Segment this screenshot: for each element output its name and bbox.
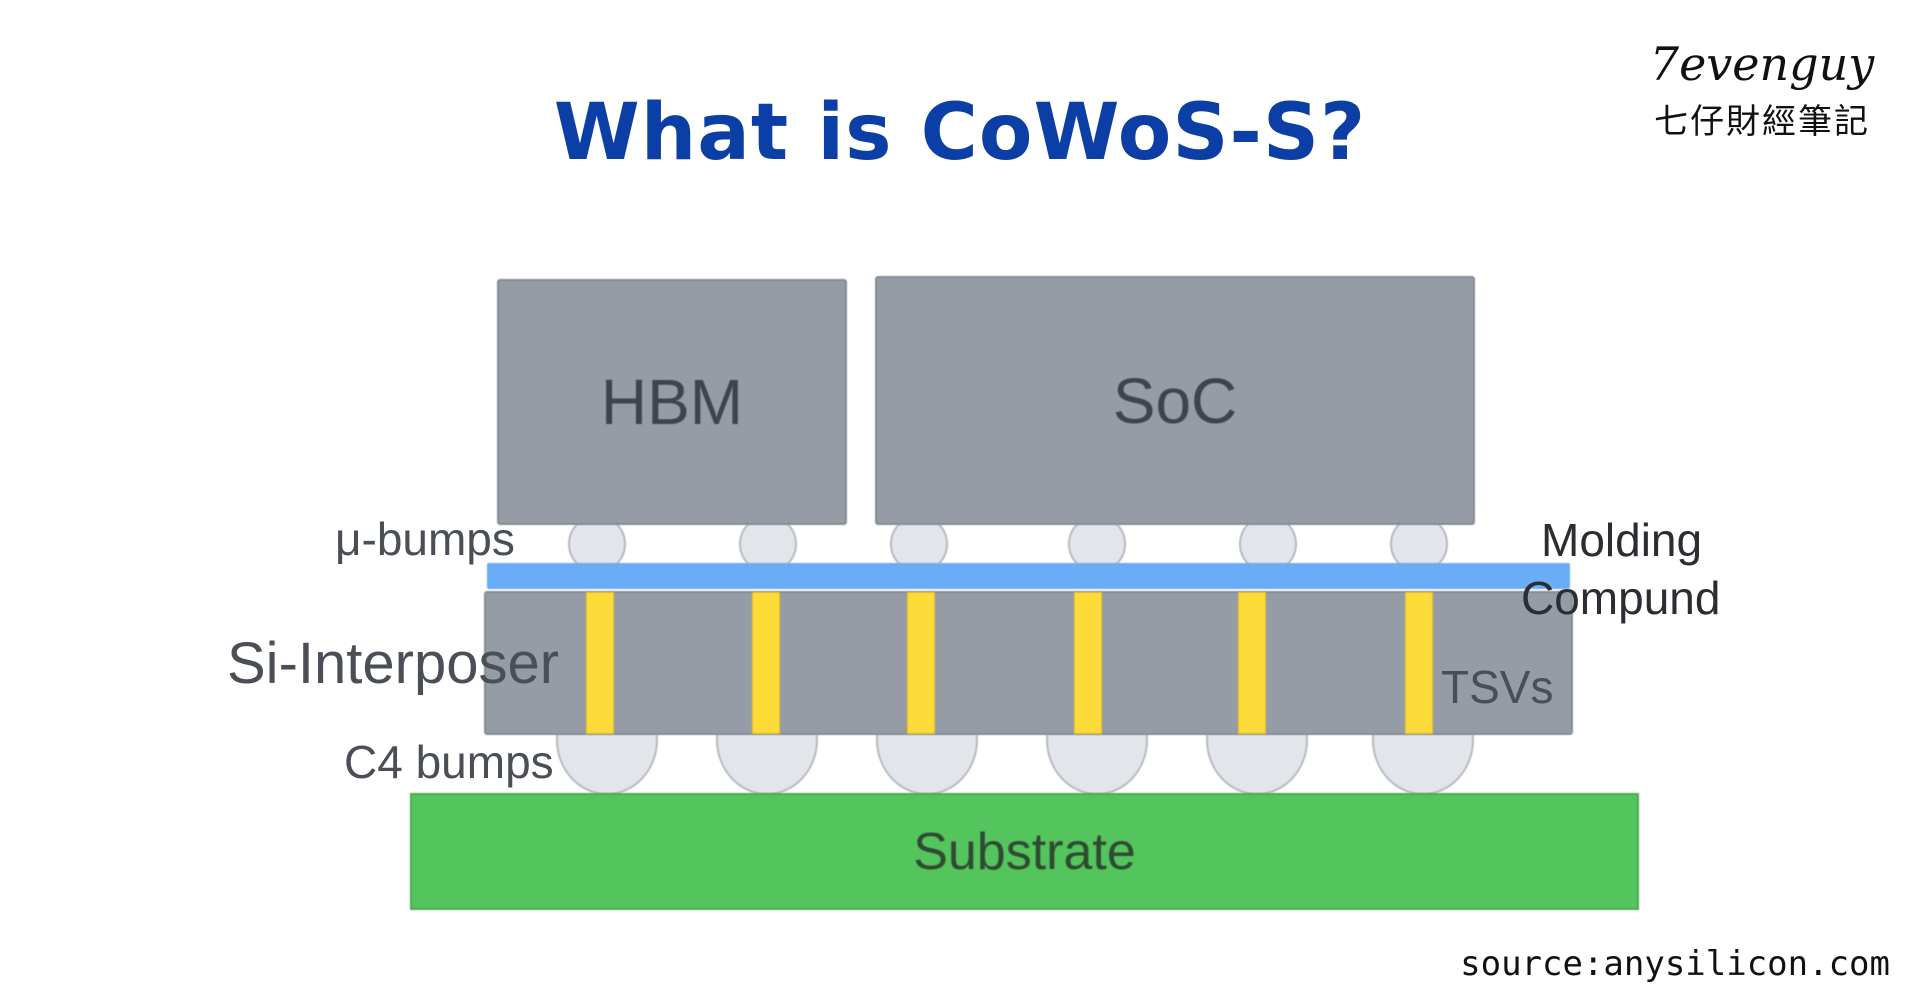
brand-subtitle: 七仔財經筆記 <box>1654 102 1870 142</box>
tsvs-label: TSVs <box>1441 661 1554 713</box>
hbm-label: HBM <box>600 366 744 438</box>
hbm-chip: HBM <box>497 279 847 525</box>
molding-compound-layer <box>487 563 1570 589</box>
tsv <box>752 592 780 734</box>
soc-chip: SoC <box>875 276 1475 525</box>
soc-label: SoC <box>1112 364 1238 437</box>
si-interposer-label: Si-Interposer <box>227 631 560 696</box>
tsv <box>1238 592 1266 734</box>
tsv <box>1405 592 1433 734</box>
brand-name: 7evenguy <box>1649 37 1875 91</box>
page-title: What is CoWoS-S? <box>553 88 1367 178</box>
substrate-label: Substrate <box>913 822 1136 881</box>
tsv <box>586 592 614 734</box>
c4-bumps-label: C4 bumps <box>344 736 554 788</box>
molding-compound-label-line2: Compund <box>1521 572 1721 624</box>
micro-bumps-label: μ-bumps <box>335 513 515 565</box>
brand-watermark: 7evenguy 七仔財經筆記 <box>1642 34 1882 150</box>
source-credit: source:anysilicon.com <box>1460 944 1890 984</box>
tsv <box>1074 592 1102 734</box>
molding-compound-label-line1: Molding <box>1541 514 1703 566</box>
substrate: Substrate <box>410 793 1639 910</box>
tsv <box>907 592 935 734</box>
si-interposer <box>484 591 1573 735</box>
